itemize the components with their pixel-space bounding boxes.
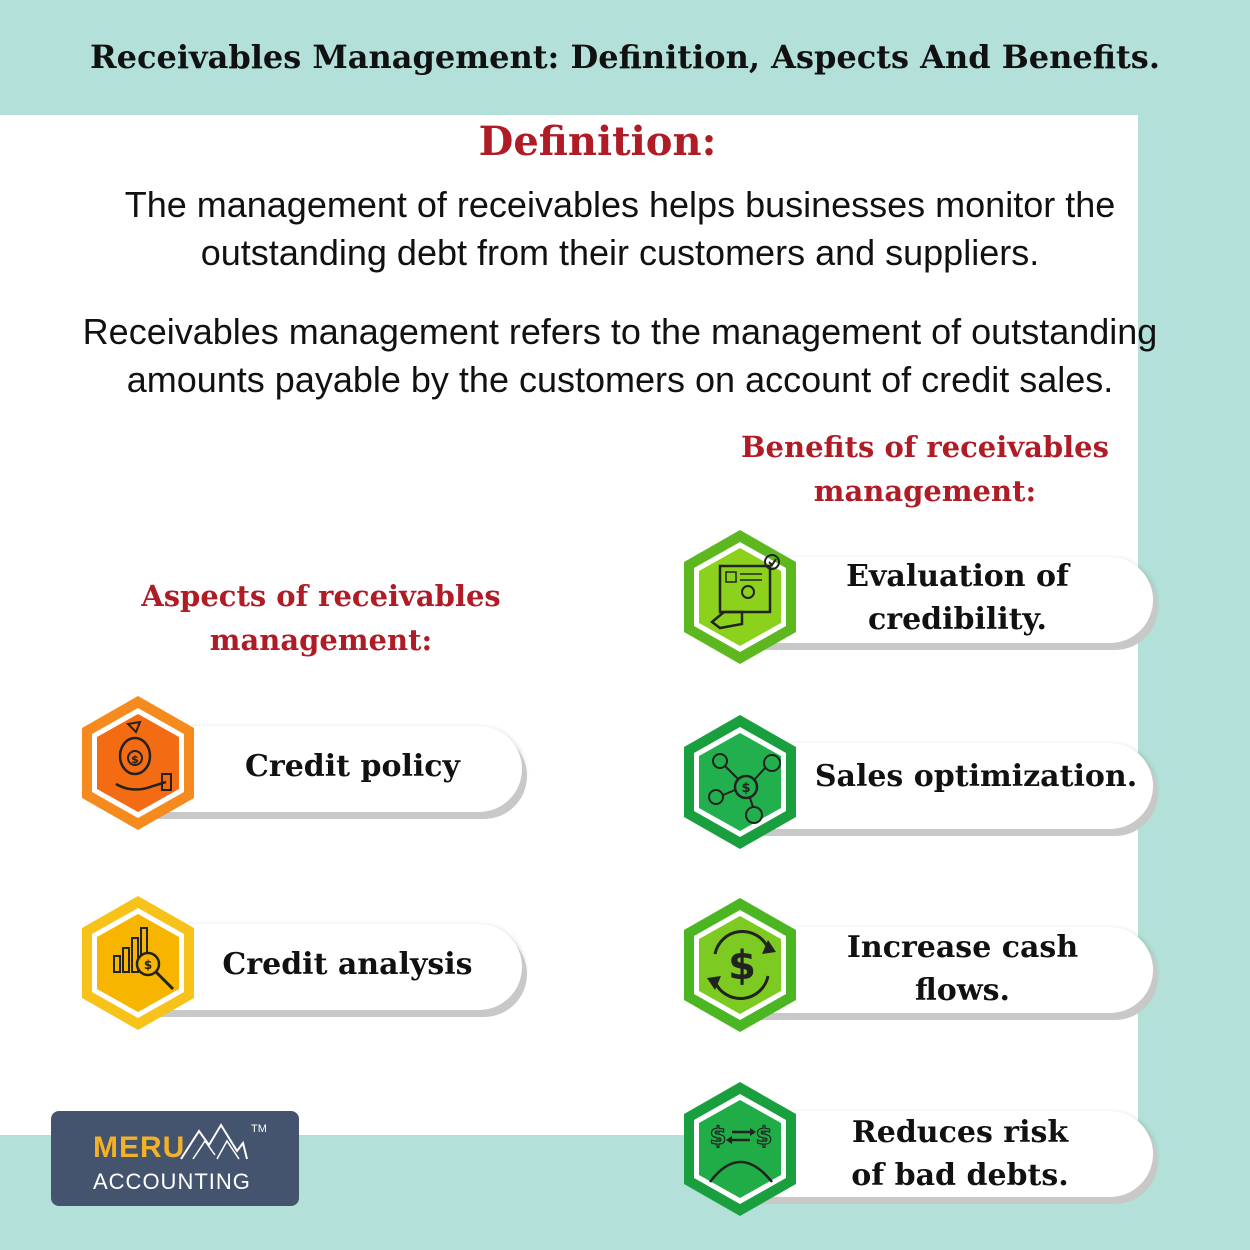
logo-sub-text: ACCOUNTING xyxy=(93,1169,251,1194)
logo-tm: TM xyxy=(251,1123,267,1135)
cash-flow-dollar-icon: $ xyxy=(684,898,796,1032)
chart-magnifier-icon: $ xyxy=(82,896,194,1030)
benefit-label-cash-flows-line-2: flows. xyxy=(915,973,1010,1008)
benefit-label-sales-line-1: Sales optimization. xyxy=(814,759,1138,794)
svg-text:$: $ xyxy=(710,1122,727,1150)
svg-text:$: $ xyxy=(728,943,756,989)
definition-heading: Definition: xyxy=(478,118,717,165)
definition-paragraph-1-line-1: The management of receivables helps busi… xyxy=(124,184,1116,225)
logo-brand-text: MERU xyxy=(93,1131,186,1164)
definition-paragraph-1-line-2: outstanding debt from their customers an… xyxy=(200,232,1040,273)
benefit-label-bad-debts: Reduces risk of bad debts. xyxy=(795,1111,1125,1197)
money-bag-hand-icon: $ xyxy=(82,696,194,830)
definition-paragraph-2-line-1: Receivables management refers to the man… xyxy=(82,311,1158,352)
benefit-label-evaluation-line-1: Evaluation of xyxy=(846,559,1069,594)
svg-text:$: $ xyxy=(741,781,750,796)
benefit-label-bad-debts-line-2: of bad debts. xyxy=(851,1158,1069,1193)
page-title: Receivables Management: Definition, Aspe… xyxy=(90,38,1160,76)
meru-accounting-logo: MERU TM ACCOUNTING xyxy=(51,1111,299,1206)
benefits-heading: Benefits of receivables management: xyxy=(690,425,1160,513)
benefit-card-bad-debts xyxy=(755,1111,1153,1197)
definition-paragraph-2: Receivables management refers to the man… xyxy=(0,308,1240,404)
evaluation-screen-icon xyxy=(684,530,796,664)
aspects-heading-line-2: management: xyxy=(209,623,433,657)
aspect-card-credit-policy xyxy=(150,726,522,812)
benefit-label-evaluation: Evaluation of credibility. xyxy=(795,555,1120,641)
network-dollar-icon: $ xyxy=(684,715,796,849)
benefits-heading-line-1: Benefits of receivables xyxy=(741,430,1109,464)
benefit-card-evaluation xyxy=(755,557,1153,643)
mountain-logo-icon xyxy=(180,1123,248,1160)
definition-paragraph-2-line-2: amounts payable by the customers on acco… xyxy=(126,359,1114,400)
risk-exchange-icon: $ $ xyxy=(684,1082,796,1216)
benefit-label-cash-flows-line-1: Increase cash xyxy=(846,930,1079,965)
svg-text:$: $ xyxy=(144,958,152,972)
svg-text:$: $ xyxy=(131,753,139,766)
benefit-label-evaluation-line-2: credibility. xyxy=(868,602,1047,637)
svg-text:$: $ xyxy=(756,1122,773,1150)
aspects-heading-line-1: Aspects of receivables xyxy=(141,579,501,613)
aspects-heading: Aspects of receivables management: xyxy=(90,574,552,662)
benefit-label-sales: Sales optimization. xyxy=(800,755,1152,798)
aspect-label-credit-analysis: Credit analysis xyxy=(222,947,473,982)
benefit-label-cash-flows: Increase cash flows. xyxy=(800,926,1125,1012)
definition-paragraph-1: The management of receivables helps busi… xyxy=(0,181,1240,277)
aspect-label-credit-policy: Credit policy xyxy=(245,749,460,784)
benefit-card-cash-flows xyxy=(755,927,1153,1013)
top-band xyxy=(0,0,1250,115)
benefit-card-sales xyxy=(755,743,1153,829)
aspect-card-credit-analysis xyxy=(150,924,522,1010)
benefit-label-bad-debts-line-1: Reduces risk xyxy=(851,1115,1069,1150)
benefits-heading-line-2: management: xyxy=(813,474,1037,508)
